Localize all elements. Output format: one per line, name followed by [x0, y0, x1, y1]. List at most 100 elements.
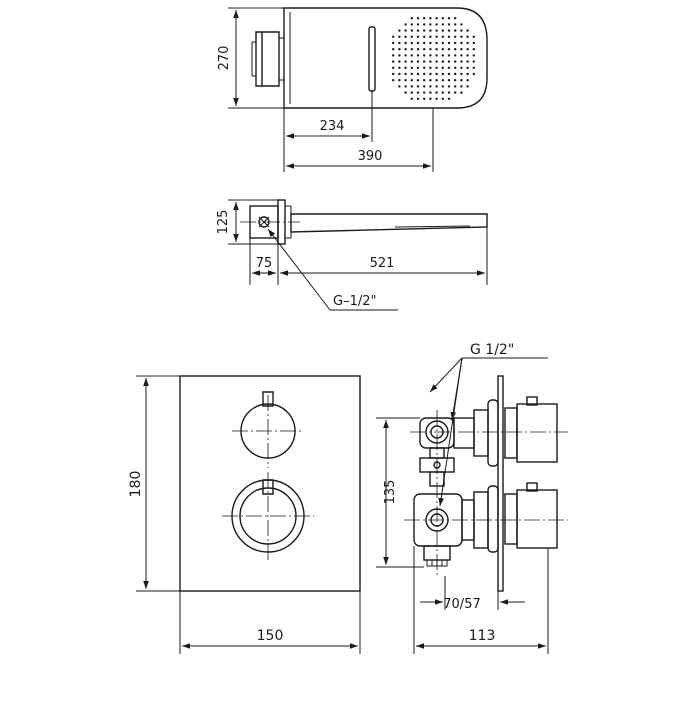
spray-nozzle: [392, 35, 395, 38]
dim-521: 521: [280, 227, 488, 285]
spray-nozzle: [435, 17, 438, 20]
spray-nozzle: [404, 66, 407, 70]
spray-nozzle: [447, 85, 451, 88]
spray-nozzle: [472, 54, 475, 57]
thermostat-knob: [222, 472, 314, 560]
spray-nozzle: [454, 72, 457, 76]
mixer-cover-plate: [179, 375, 361, 592]
spray-nozzle: [447, 35, 451, 38]
spray-nozzle: [447, 60, 451, 63]
spray-nozzle: [441, 97, 444, 101]
dim-180: 180: [128, 375, 180, 592]
spray-nozzle: [435, 79, 438, 82]
spray-nozzle: [454, 48, 457, 51]
spray-nozzle: [423, 23, 426, 26]
spray-nozzle: [460, 60, 463, 63]
spray-nozzle: [435, 29, 438, 32]
spray-nozzle: [416, 35, 420, 38]
spray-nozzle: [447, 97, 451, 101]
spray-nozzle: [404, 35, 407, 38]
spray-nozzle: [460, 48, 463, 51]
spray-nozzle: [410, 29, 413, 32]
spray-nozzle: [416, 72, 420, 76]
spray-nozzle: [435, 85, 438, 88]
spray-nozzle: [460, 91, 463, 94]
spray-nozzle: [460, 79, 463, 82]
spray-nozzle: [416, 97, 420, 101]
spray-nozzle: [423, 29, 426, 32]
spray-nozzle: [435, 48, 438, 51]
spray-nozzle: [404, 48, 407, 51]
spray-nozzle: [447, 48, 451, 51]
spray-nozzle: [410, 97, 413, 101]
spray-nozzle: [398, 79, 401, 82]
spray-nozzle: [460, 23, 463, 26]
shower-slot: [368, 26, 376, 92]
spray-nozzle: [441, 23, 444, 26]
spray-nozzle: [472, 72, 475, 76]
spray-nozzle: [441, 91, 444, 94]
shower-arm: [290, 213, 488, 233]
spray-nozzle: [429, 66, 432, 70]
inlet-thread-label: G–1/2": [333, 294, 376, 309]
mixer-thread-label: G 1/2": [470, 342, 514, 358]
spray-nozzle: [404, 23, 407, 26]
spray-nozzle: [423, 66, 426, 70]
spray-nozzle: [423, 85, 426, 88]
upper-valve-body: [410, 396, 568, 467]
spray-nozzle: [454, 66, 457, 70]
dim-75: 75: [249, 238, 279, 285]
spray-nozzle: [410, 23, 413, 26]
spray-nozzle: [460, 72, 463, 76]
dim-150: 150: [179, 591, 361, 654]
spray-nozzle: [392, 60, 395, 63]
spray-nozzle: [429, 41, 432, 45]
spray-nozzle: [392, 79, 395, 82]
spray-nozzle: [460, 41, 463, 45]
spray-nozzle: [416, 66, 420, 70]
spray-nozzle: [472, 35, 475, 38]
spray-nozzle: [404, 54, 407, 57]
spray-nozzle: [454, 29, 457, 32]
spray-nozzle: [447, 66, 451, 70]
spray-nozzle: [466, 29, 469, 32]
dim-125: 125: [216, 199, 278, 245]
spray-nozzle: [416, 91, 420, 94]
spray-nozzle: [435, 66, 438, 70]
spray-nozzle: [392, 41, 395, 45]
spray-nozzle: [398, 29, 401, 32]
inlet-thread-leader: G–1/2": [267, 228, 398, 311]
spray-nozzle: [416, 48, 420, 51]
spray-nozzle: [410, 91, 413, 94]
spray-nozzle: [441, 72, 444, 76]
spray-nozzle: [441, 54, 444, 57]
spray-nozzle: [416, 60, 420, 63]
spray-nozzle: [410, 66, 413, 70]
spray-nozzle: [435, 91, 438, 94]
shower-arm-side-view: 125 75 521 G–1/2": [216, 199, 488, 311]
spray-nozzle: [429, 85, 432, 88]
dim-234: 234: [283, 91, 373, 172]
dim-270: 270: [217, 7, 284, 109]
spray-nozzle: [429, 60, 432, 63]
spray-nozzle: [416, 17, 420, 20]
spray-nozzle: [423, 97, 426, 101]
wall-bracket-top: [251, 31, 284, 87]
spray-nozzle: [466, 85, 469, 88]
spray-nozzle: [429, 97, 432, 101]
spray-nozzle: [423, 48, 426, 51]
spray-nozzle: [447, 29, 451, 32]
spray-nozzle: [410, 60, 413, 63]
spray-nozzle: [435, 72, 438, 76]
spray-nozzle: [441, 48, 444, 51]
spray-nozzle: [398, 66, 401, 70]
lower-valve-body: [404, 410, 568, 576]
diverter-knob: [232, 391, 304, 468]
dim-135: 135: [376, 417, 424, 568]
mixer-thread-leader: G 1/2": [429, 342, 548, 507]
mixer-side-view: G 1/2" 135 70/57 113: [376, 342, 568, 654]
spray-nozzle: [404, 85, 407, 88]
spray-nozzle: [429, 35, 432, 38]
cover-plate-edge: [497, 375, 504, 592]
